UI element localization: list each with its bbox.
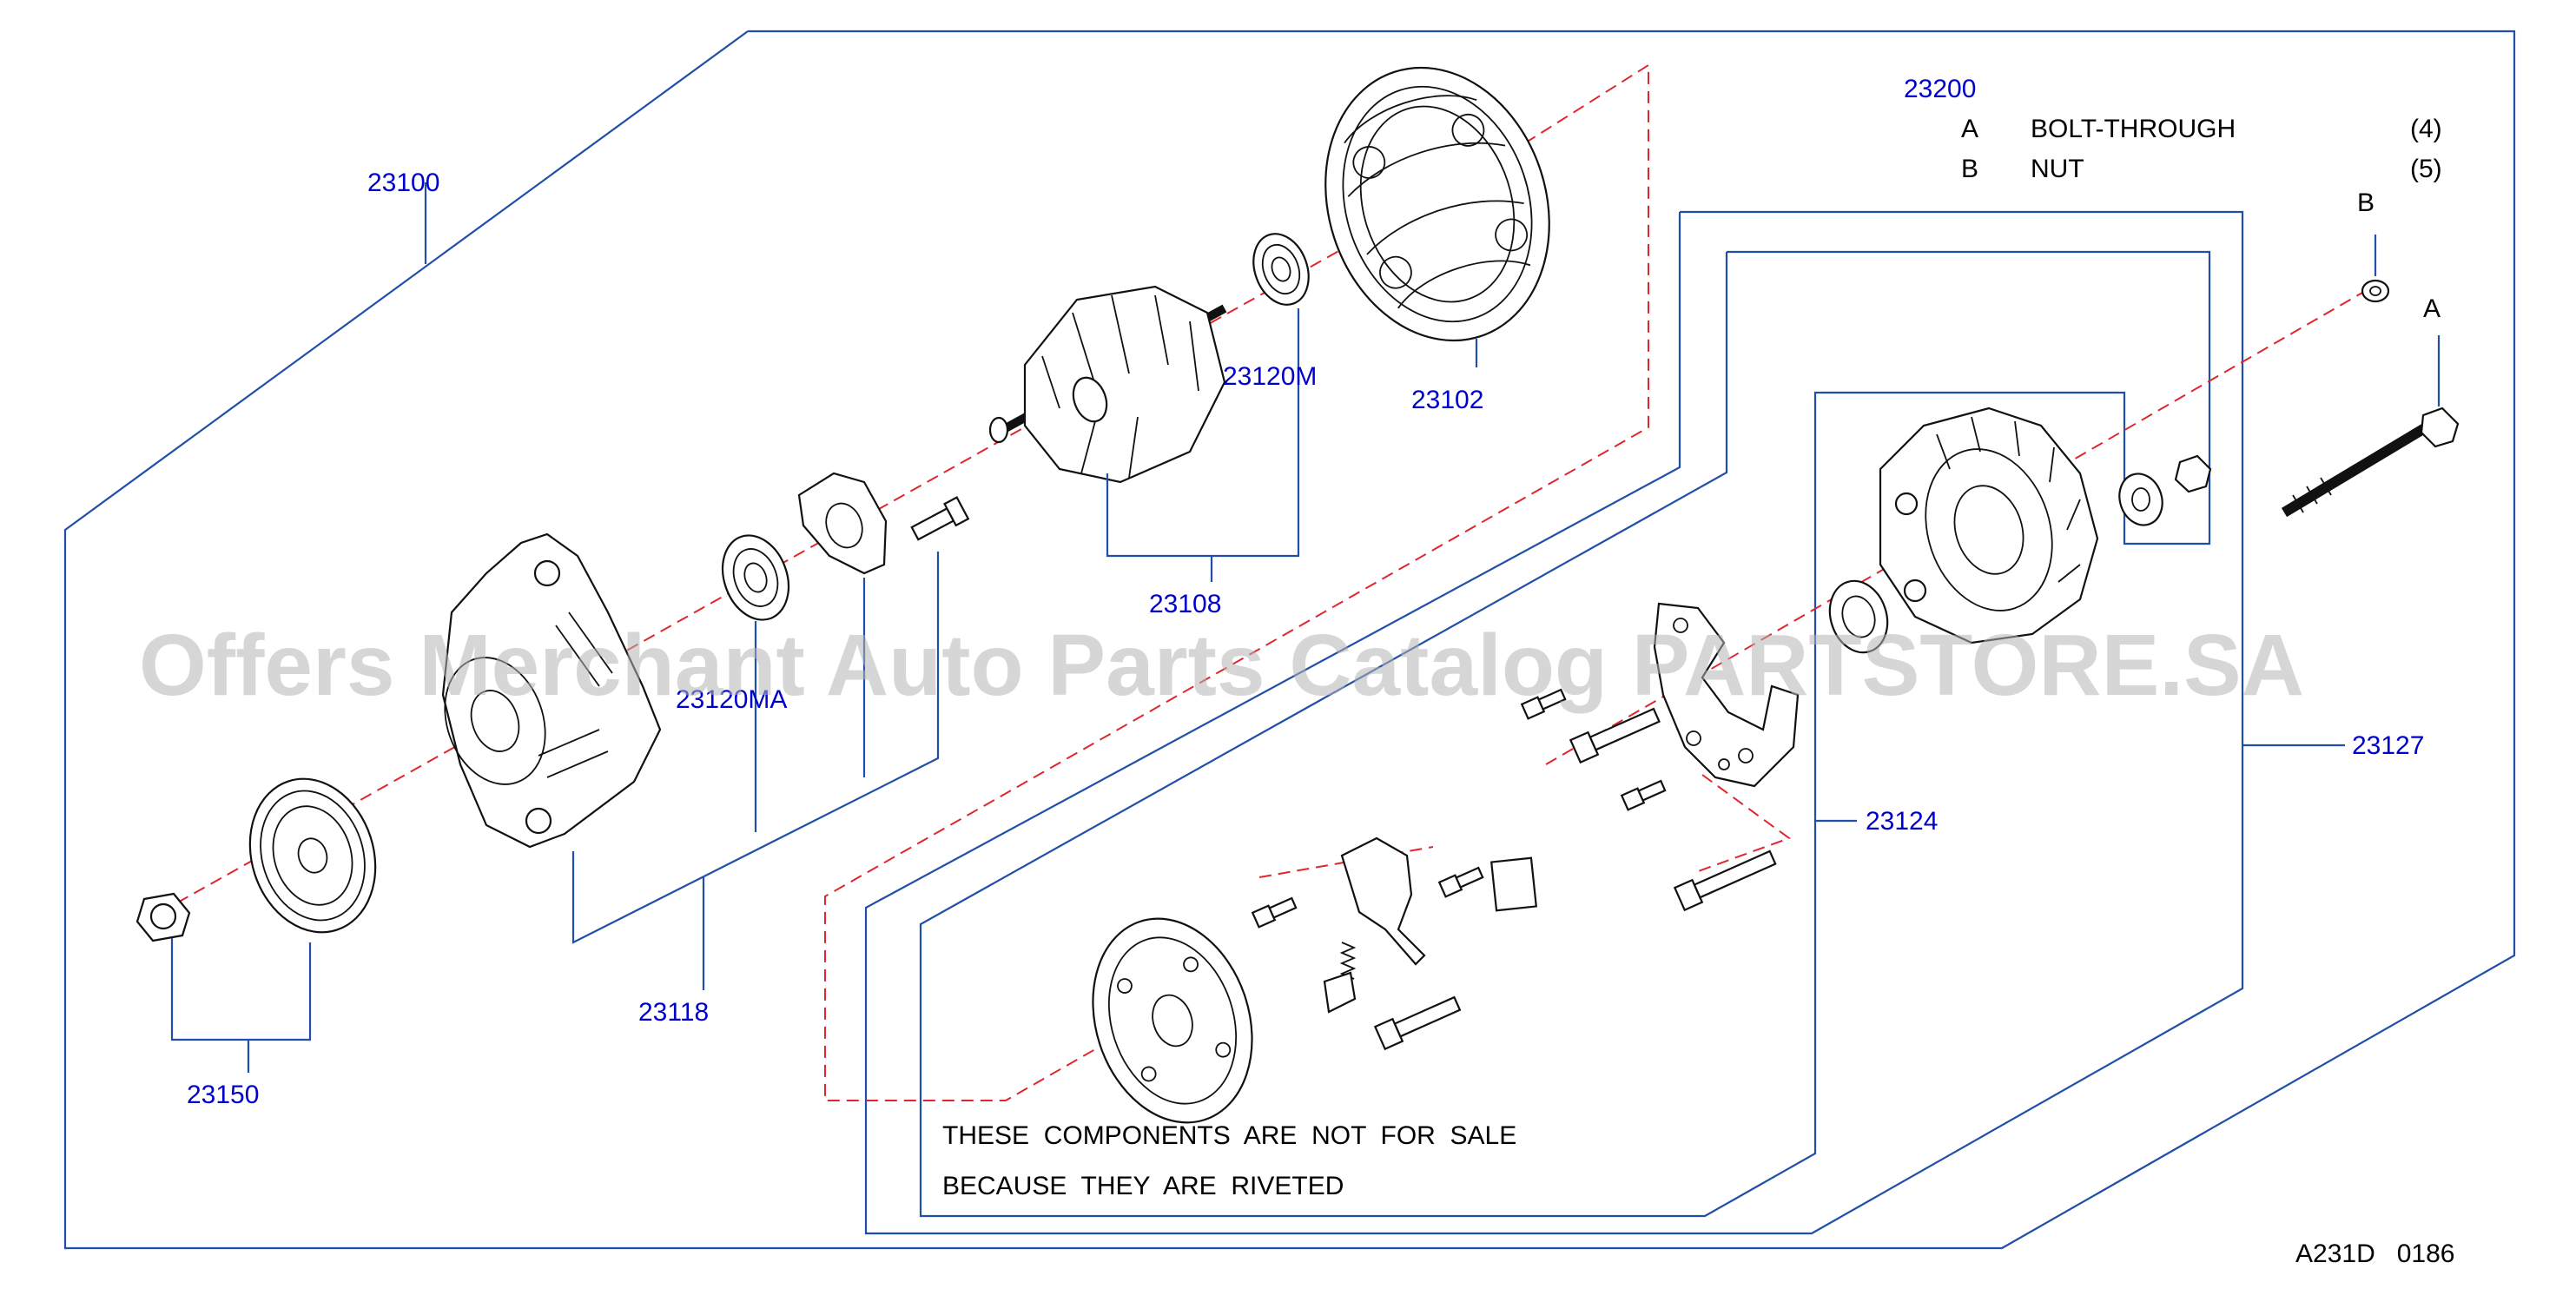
brush-holder-plate bbox=[1653, 602, 1800, 788]
callout-a: A bbox=[2423, 294, 2441, 323]
callouts: B A bbox=[2357, 188, 2441, 323]
pulley-nut bbox=[135, 892, 191, 942]
label-23102: 23102 bbox=[1411, 386, 1483, 414]
rear-bearing bbox=[1252, 233, 1310, 306]
watermark: Offers Merchant Auto Parts Catalog PARTS… bbox=[139, 617, 2304, 714]
legend: A BOLT-THROUGH (4) B NUT (5) bbox=[1961, 115, 2442, 183]
rear-housing bbox=[1879, 407, 2099, 644]
frame-lines bbox=[63, 30, 2516, 1250]
label-23108: 23108 bbox=[1149, 590, 1221, 618]
legend-qty-b: (5) bbox=[2410, 155, 2442, 183]
front-bearing bbox=[721, 534, 790, 621]
retainer-screw bbox=[910, 496, 970, 541]
leader-lines bbox=[170, 235, 2441, 1073]
through-bolt bbox=[2281, 407, 2460, 518]
rotor bbox=[988, 285, 1227, 484]
plate-screws bbox=[1251, 688, 1667, 929]
label-23124: 23124 bbox=[1866, 807, 1938, 836]
insulating-washer bbox=[1828, 579, 1889, 654]
riveted-end-plate bbox=[1092, 917, 1253, 1124]
legend-key-a: A bbox=[1961, 115, 1978, 143]
callout-b: B bbox=[2357, 188, 2375, 217]
label-23200: 23200 bbox=[1904, 75, 1976, 103]
note-line-2: BECAUSE THEY ARE RIVETED bbox=[942, 1172, 1344, 1200]
label-23120MA: 23120MA bbox=[676, 685, 787, 714]
brush-holder bbox=[1340, 836, 1538, 966]
part-number-labels: 23100 23102 23120M 23108 23120MA 23118 2… bbox=[187, 75, 2424, 1109]
frame-23127 bbox=[864, 210, 2244, 1235]
riveted-note: THESE COMPONENTS ARE NOT FOR SALE BECAUS… bbox=[942, 1121, 1516, 1200]
through-bolt-nut bbox=[2361, 279, 2390, 303]
pulley bbox=[248, 777, 377, 934]
bearing-retainer bbox=[797, 472, 888, 575]
plate-bolts bbox=[1373, 707, 1777, 1051]
legend-name-b: NUT bbox=[2031, 155, 2084, 183]
rear-housing-nuts bbox=[2118, 454, 2212, 526]
front-housing bbox=[441, 532, 662, 849]
label-23120M: 23120M bbox=[1223, 362, 1317, 391]
label-23100: 23100 bbox=[367, 169, 439, 197]
legend-name-a: BOLT-THROUGH bbox=[2031, 115, 2236, 143]
stator bbox=[1324, 66, 1550, 342]
label-23150: 23150 bbox=[187, 1081, 259, 1109]
label-23127: 23127 bbox=[2352, 731, 2424, 760]
note-line-1: THESE COMPONENTS ARE NOT FOR SALE bbox=[942, 1121, 1516, 1150]
frame-23100 bbox=[63, 30, 2516, 1250]
label-23118: 23118 bbox=[638, 998, 709, 1027]
frame-23124 bbox=[919, 250, 2211, 1218]
drawing-code: A231D 0186 bbox=[2295, 1239, 2454, 1268]
legend-key-b: B bbox=[1961, 155, 1978, 183]
brush-spring bbox=[1323, 942, 1357, 1014]
legend-qty-a: (4) bbox=[2410, 115, 2442, 143]
